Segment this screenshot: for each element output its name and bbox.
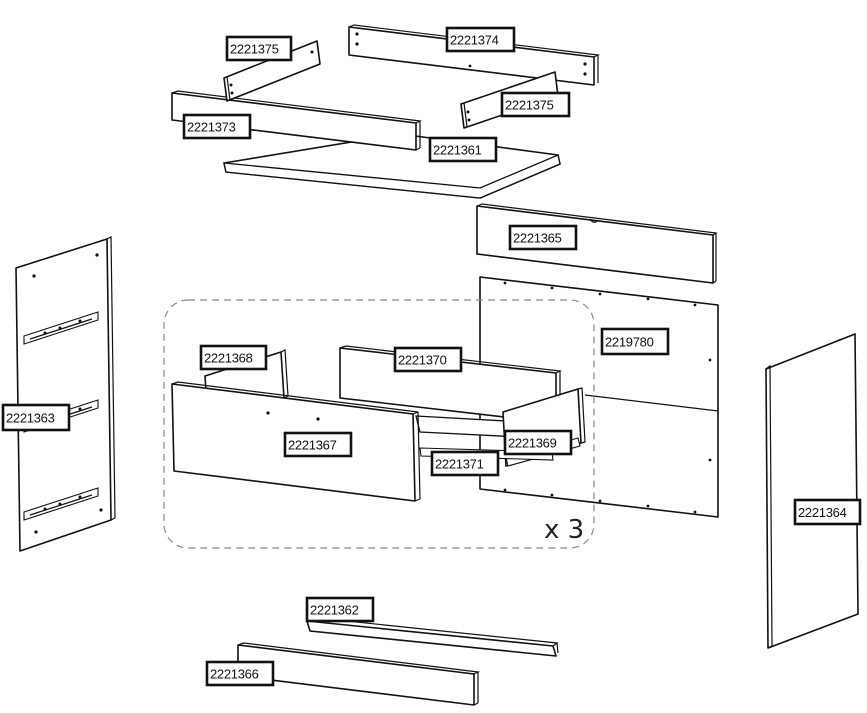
- part-labels: 2221375 2221374 2221375 2221373 2221361 22213…: [1, 26, 862, 687]
- part-number-text: 2219780: [605, 335, 654, 350]
- part-number-text: 2221362: [310, 603, 359, 618]
- part-number-text: 2221370: [398, 353, 447, 368]
- part-label-box: [305, 596, 375, 623]
- part-label: 2221374: [445, 26, 516, 53]
- part-label-box: [1, 403, 71, 432]
- left-runner-bottom: [23, 487, 99, 521]
- part-label: 2221370: [393, 346, 463, 373]
- part-label: 2221364: [793, 498, 862, 526]
- part-label-box: [600, 327, 670, 356]
- part-number-text: 2221367: [288, 438, 337, 453]
- part-number-text: 2221369: [508, 436, 557, 451]
- part-label-box: [428, 136, 498, 163]
- part-label-box: [445, 26, 516, 53]
- part-label-box: [500, 91, 571, 118]
- right-side-panel: [765, 333, 859, 649]
- part-label: 2221371: [430, 450, 500, 477]
- part-number-text: 2221374: [450, 33, 499, 48]
- part-number-text: 2221366: [210, 667, 259, 682]
- drawer-group-outline: [163, 299, 595, 549]
- part-label-box: [430, 450, 500, 477]
- part-label-box: [225, 35, 293, 62]
- part-label-box: [508, 224, 578, 251]
- top-front-rail: [171, 90, 423, 151]
- part-number-text: 2221371: [435, 457, 484, 472]
- part-label-box: [182, 113, 252, 140]
- part-label: 2221365: [508, 224, 578, 251]
- left-runner-top: [23, 311, 99, 345]
- part-number-text: 2221375: [505, 98, 554, 113]
- part-label: 2221373: [182, 113, 252, 140]
- part-label: 2221369: [503, 429, 573, 456]
- drawer-quantity-label: x 3: [544, 515, 584, 545]
- part-number-text: 2221364: [798, 505, 847, 520]
- part-label-box: [503, 429, 573, 456]
- part-label-box: [205, 660, 275, 687]
- part-label-box: [393, 346, 463, 373]
- part-label-box: [199, 344, 268, 371]
- part-label: 2219780: [600, 327, 670, 356]
- part-label: 2221363: [1, 403, 71, 432]
- part-label-box: [793, 498, 862, 526]
- part-label: 2221366: [205, 660, 275, 687]
- left-side-panel: [15, 236, 116, 552]
- part-label: 2221367: [283, 431, 353, 458]
- part-number-text: 2221363: [6, 411, 55, 426]
- part-number-text: 2221368: [204, 351, 253, 366]
- part-label-box: [283, 431, 353, 458]
- part-label: 2221368: [199, 344, 268, 371]
- part-label: 2221375: [225, 35, 293, 62]
- part-label: 2221361: [428, 136, 498, 163]
- part-number-text: 2221373: [187, 120, 236, 135]
- bottom-front-rail: [306, 617, 559, 657]
- part-number-text: 2221365: [513, 231, 562, 246]
- part-label: 2221375: [500, 91, 571, 118]
- part-label: 2221362: [305, 596, 375, 623]
- part-number-text: 2221361: [433, 143, 482, 158]
- part-number-text: 2221375: [230, 42, 279, 57]
